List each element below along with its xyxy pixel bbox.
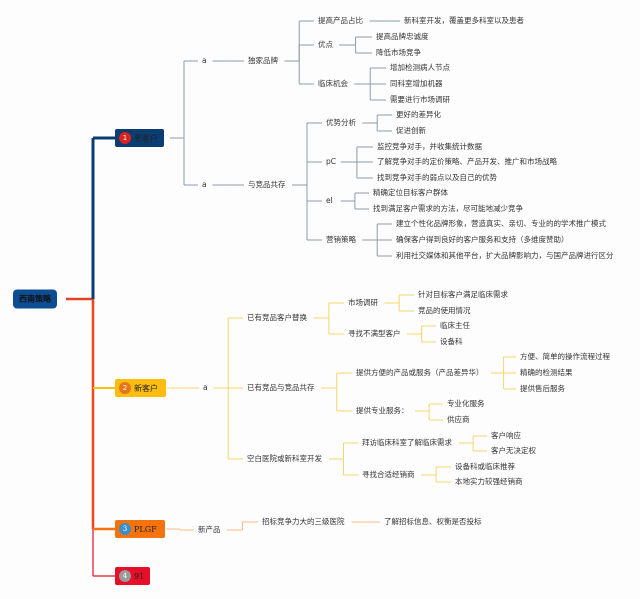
number-badge-icon: 1 <box>119 132 131 144</box>
topic-node[interactable]: 新产品 <box>198 525 221 534</box>
branch-label: 老客户 <box>134 133 158 143</box>
topic-node[interactable]: 增加检测病人节点 <box>390 63 450 72</box>
topic-node[interactable]: 找到满足客户需求的方法，尽可能地减少竞争 <box>373 204 523 213</box>
topic-node[interactable]: 竞品的使用情况 <box>418 306 471 315</box>
branch-topic-new-customers[interactable]: 2 新客户 <box>115 379 166 397</box>
topic-node[interactable]: 利用社交媒体和其他平台，扩大品牌影响力，与国产品牌进行区分 <box>396 251 614 260</box>
topic-node[interactable]: 专业化服务 <box>447 399 485 408</box>
topic-node[interactable]: 拜访临床科室了解临床需求 <box>362 438 452 447</box>
topic-node[interactable]: 提高品牌忠诚度 <box>376 32 429 41</box>
topic-node[interactable]: 提供售后服务 <box>520 384 565 393</box>
topic-node[interactable]: 精确的检测结果 <box>520 368 573 377</box>
topic-node[interactable]: 找到竞争对手的弱点以及自己的优势 <box>377 173 497 182</box>
topic-node[interactable]: 招标竞争力大的三级医院 <box>262 517 345 526</box>
topic-node[interactable]: a <box>203 383 208 392</box>
branch-topic-plgf[interactable]: 3 PLGF <box>115 520 165 538</box>
topic-node[interactable]: 本地实力较强经销商 <box>455 477 523 486</box>
topic-node[interactable]: 降低市场竞争 <box>376 48 421 57</box>
topic-node[interactable]: el <box>326 196 333 205</box>
topic-node[interactable]: 寻找合适经销商 <box>362 470 415 479</box>
branch-label: PLGF <box>134 524 157 534</box>
topic-node[interactable]: 精确定位目标客户群体 <box>373 188 448 197</box>
root-topic-label: 西南策略 <box>19 294 51 304</box>
branch-label: 新客户 <box>134 383 158 393</box>
topic-node[interactable]: 优点 <box>318 40 333 49</box>
topic-node[interactable]: 新科室开发，覆盖更多科室以及患者 <box>404 16 524 25</box>
topic-node[interactable]: 方便、简单的操作流程过程 <box>520 352 610 361</box>
topic-node[interactable]: 已有竞品与竞品共存 <box>247 383 315 392</box>
topic-node[interactable]: 优势分析 <box>326 118 356 127</box>
topic-node[interactable]: 监控竞争对手，并收集统计数据 <box>377 142 482 151</box>
topic-node[interactable]: 建立个性化品牌形象，营造真实、亲切、专业的的学术推广模式 <box>396 219 606 228</box>
branch-label: 91 <box>134 571 145 581</box>
topic-node[interactable]: 设备科或临床推荐 <box>455 462 515 471</box>
topic-node[interactable]: 了解竞争对手的定价策略、产品开发、推广和市场战略 <box>377 157 557 166</box>
topic-node[interactable]: pC <box>326 157 336 166</box>
topic-node[interactable]: 设备科 <box>440 337 463 346</box>
topic-node[interactable]: 了解招标信息、权衡是否投标 <box>384 517 482 526</box>
number-badge-icon: 2 <box>119 382 131 394</box>
branch-topic-old-customers[interactable]: 1 老客户 <box>115 129 164 147</box>
topic-node[interactable]: 促进创新 <box>396 126 426 135</box>
topic-node[interactable]: a <box>202 56 207 65</box>
topic-node[interactable]: 提供方便的产品或服务（产品差异华） <box>356 368 484 377</box>
root-topic[interactable]: 西南策略 <box>13 289 57 309</box>
topic-node[interactable]: 客户响应 <box>491 431 521 440</box>
branch-topic-4[interactable]: 4 91 <box>115 567 151 585</box>
topic-node[interactable]: 提高产品占比 <box>318 16 363 25</box>
topic-node[interactable]: a <box>202 180 207 189</box>
topic-node[interactable]: 提供专业服务： <box>356 406 409 415</box>
topic-node[interactable]: 供应商 <box>447 415 470 424</box>
topic-node[interactable]: 同科室增加机器 <box>390 79 443 88</box>
topic-node[interactable]: 更好的差异化 <box>396 110 441 119</box>
topic-node[interactable]: 确保客户得到良好的客户服务和支持（多维度赞助） <box>396 235 569 244</box>
topic-node[interactable]: 空白医院或新科室开发 <box>247 454 322 463</box>
topic-node[interactable]: 寻找不满型客户 <box>348 329 401 338</box>
topic-node[interactable]: 市场调研 <box>348 298 378 307</box>
topic-node[interactable]: 临床主任 <box>440 321 470 330</box>
topic-node[interactable]: 需要进行市场调研 <box>390 95 450 104</box>
number-badge-icon: 4 <box>119 570 131 582</box>
number-badge-icon: 3 <box>119 523 131 535</box>
topic-node[interactable]: 与竞品共存 <box>248 180 286 189</box>
topic-node[interactable]: 独家品牌 <box>248 56 278 65</box>
topic-node[interactable]: 已有竞品客户替换 <box>247 313 307 322</box>
topic-node[interactable]: 临床机会 <box>318 79 348 88</box>
topic-node[interactable]: 客户无决定权 <box>491 446 536 455</box>
topic-node[interactable]: 针对目标客户满足临床需求 <box>418 290 508 299</box>
topic-node[interactable]: 营销策略 <box>326 235 356 244</box>
